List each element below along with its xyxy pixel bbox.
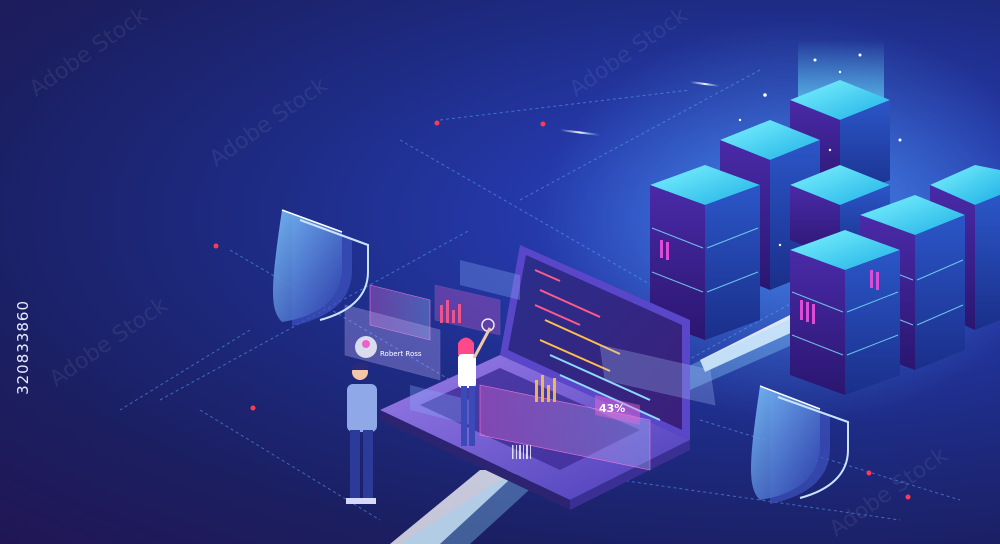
person-icon [346, 362, 377, 504]
shield-icon [273, 209, 369, 326]
profile-name: Robert Ross [380, 350, 422, 358]
shield-icon [751, 385, 849, 504]
person-icon [458, 327, 492, 446]
server-icon [650, 40, 1000, 395]
stock-id-text: 320833860 [14, 300, 32, 395]
progress-percent: 43% [599, 402, 626, 415]
